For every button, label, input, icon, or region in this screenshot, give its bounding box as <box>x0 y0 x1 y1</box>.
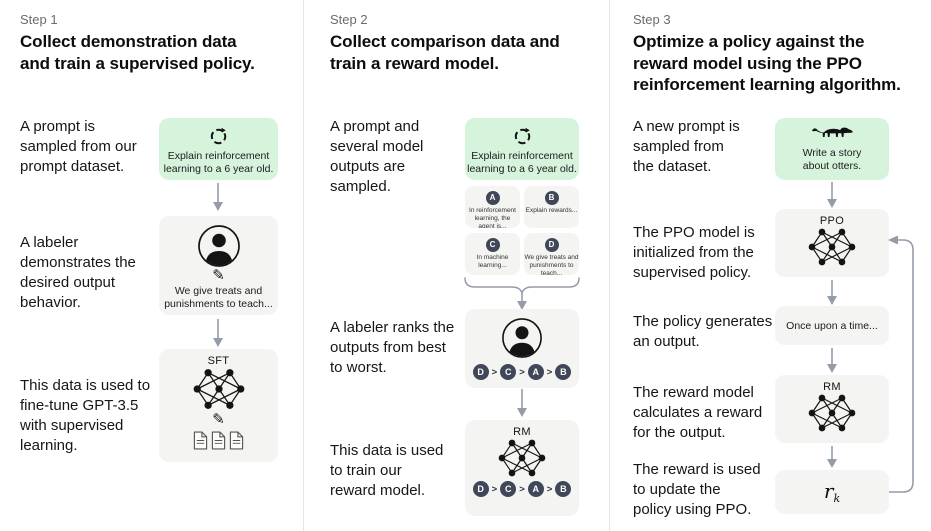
step2-caption-train: This data is used to train our reward mo… <box>330 442 444 499</box>
cycle-icon <box>514 127 530 145</box>
network-icon <box>193 369 244 409</box>
rank-separator: > <box>491 366 498 378</box>
output-badge-a: A <box>485 191 500 205</box>
arrow-down-icon <box>827 182 837 208</box>
step2-title: Collect comparison data and train a rewa… <box>330 32 560 73</box>
document-icon <box>193 431 208 450</box>
step3-ppo-box: PPO <box>775 209 889 277</box>
step3-caption-init: The PPO model is initialized from the su… <box>633 224 755 281</box>
step1-labeler-box: ✎ We give treats and punishments to teac… <box>159 216 278 315</box>
step1-caption-prompt: A prompt is sampled from our prompt data… <box>20 118 137 175</box>
step3-caption-prompt: A new prompt is sampled from the dataset… <box>633 118 740 175</box>
brace-arrow-icon <box>464 277 580 310</box>
sft-label: SFT <box>207 355 230 367</box>
output-box-b: B Explain rewards... <box>524 186 579 228</box>
output-badge-d: D <box>544 238 559 252</box>
reward-subscript: k <box>833 492 841 505</box>
ppo-label: PPO <box>819 215 845 227</box>
pencil-icon: ✎ <box>212 267 225 284</box>
step2-label: Step 2 <box>330 12 368 27</box>
step2-ranking-box: D > C > A > B <box>465 309 579 388</box>
rank-separator: > <box>546 483 553 495</box>
step1-title: Collect demonstration data and train a s… <box>20 32 255 73</box>
output-text-c: In machine learning... <box>476 254 509 269</box>
step2-rm-box: RM D > C > A > B <box>465 420 579 516</box>
rank-badge: B <box>555 481 572 497</box>
ranking-row: D > C > A > B <box>472 364 572 380</box>
output-badge-c: C <box>485 238 500 252</box>
document-icon <box>229 431 244 450</box>
step1-labeler-text: We give treats and punishments to teach.… <box>164 285 273 310</box>
column-divider-1 <box>303 0 304 531</box>
output-box-d: D We give treats and punishments to teac… <box>524 233 579 275</box>
step2-caption-rank: A labeler ranks the outputs from best to… <box>330 319 455 376</box>
step2-caption-prompt: A prompt and several model outputs are s… <box>330 118 424 195</box>
arrow-down-icon <box>213 183 223 211</box>
rank-separator: > <box>519 483 525 495</box>
step3-prompt-text: Write a story about otters. <box>802 147 862 172</box>
output-text-a: In reinforcement learning, the agent is.… <box>469 207 516 228</box>
rank-badge: C <box>500 364 517 380</box>
arrow-down-icon <box>827 280 837 305</box>
rank-separator: > <box>519 366 525 378</box>
step3-output-text: Once upon a time... <box>786 319 878 332</box>
step3-caption-update: The reward is used to update the policy … <box>633 461 761 518</box>
ranking-row: D > C > A > B <box>472 481 572 497</box>
step3-caption-output: The policy generates an output. <box>633 313 773 350</box>
network-icon <box>808 228 856 266</box>
step3-prompt-box: Write a story about otters. <box>775 118 889 180</box>
column-divider-2 <box>609 0 610 531</box>
documents-row <box>193 431 244 450</box>
cycle-icon <box>210 127 227 145</box>
step2-prompt-text: Explain reinforcement learning to a 6 ye… <box>467 150 577 175</box>
otter-icon <box>811 127 853 138</box>
rank-badge: D <box>472 481 489 497</box>
arrow-down-icon <box>213 319 223 347</box>
rank-separator: > <box>546 366 553 378</box>
reward-symbol: r <box>823 479 834 503</box>
network-icon <box>498 439 546 477</box>
arrow-down-icon <box>827 446 837 468</box>
document-icon <box>211 431 226 450</box>
labeler-person-icon <box>502 318 542 358</box>
rank-badge: A <box>527 364 544 380</box>
step1-caption-finetune: This data is used to fine-tune GPT-3.5 w… <box>20 377 151 454</box>
output-box-a: A In reinforcement learning, the agent i… <box>465 186 520 228</box>
output-text-d: We give treats and punishments to teach.… <box>524 254 579 275</box>
rank-badge: B <box>555 364 572 380</box>
step3-reward-box: rk <box>775 470 889 514</box>
network-icon <box>808 394 856 432</box>
feedback-loop-arrow-icon <box>888 235 914 493</box>
rm-label: RM <box>823 381 841 393</box>
arrow-down-icon <box>517 389 527 417</box>
step1-sft-box: SFT ✎ <box>159 349 278 462</box>
labeler-person-icon <box>197 225 240 267</box>
reward-value: rk <box>824 479 840 505</box>
rank-badge: A <box>527 481 544 497</box>
rank-separator: > <box>491 483 498 495</box>
step1-label: Step 1 <box>20 12 58 27</box>
step2-prompt-box: Explain reinforcement learning to a 6 ye… <box>465 118 579 180</box>
step1-prompt-box: Explain reinforcement learning to a 6 ye… <box>159 118 278 180</box>
step1-prompt-text: Explain reinforcement learning to a 6 ye… <box>163 150 274 175</box>
step3-caption-reward: The reward model calculates a reward for… <box>633 384 763 441</box>
step3-output-box: Once upon a time... <box>775 306 889 345</box>
output-badge-b: B <box>544 191 559 205</box>
output-text-b: Explain rewards... <box>525 207 578 214</box>
step3-rm-box: RM <box>775 375 889 443</box>
rm-label: RM <box>513 426 531 438</box>
rank-badge: C <box>500 481 517 497</box>
step3-title: Optimize a policy against the reward mod… <box>633 32 901 94</box>
arrow-down-icon <box>827 348 837 373</box>
pencil-icon: ✎ <box>212 411 225 428</box>
step3-label: Step 3 <box>633 12 671 27</box>
output-box-c: C In machine learning... <box>465 233 520 275</box>
step1-caption-labeler: A labeler demonstrates the desired outpu… <box>20 234 136 311</box>
rank-badge: D <box>472 364 489 380</box>
